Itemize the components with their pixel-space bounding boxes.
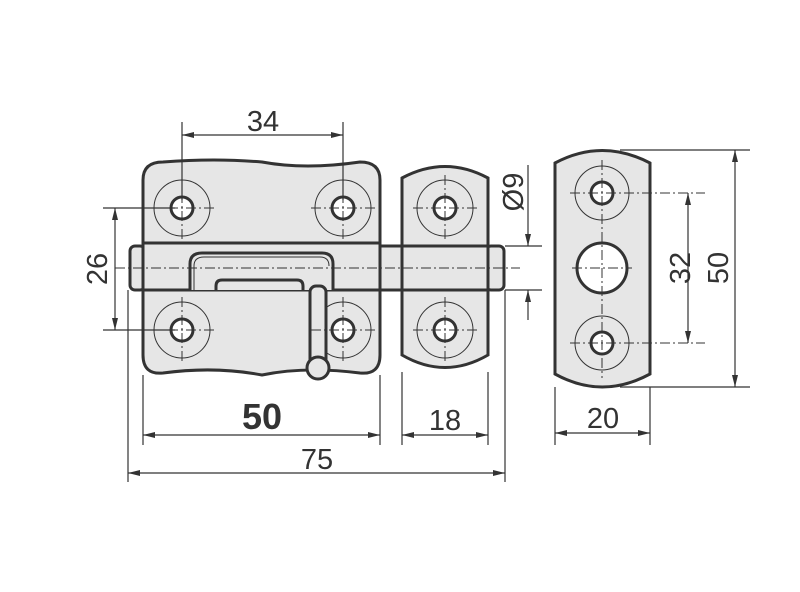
dim-diameter-9: Ø9 [498, 173, 530, 212]
dim-50-plate: 50 [242, 396, 282, 437]
dim-34: 34 [247, 106, 279, 138]
dim-50-height: 50 [703, 252, 735, 284]
center-lines [115, 160, 705, 378]
dim-32: 32 [665, 252, 697, 284]
dim-20: 20 [587, 403, 619, 435]
dim-26: 26 [82, 253, 114, 285]
bolt-handle-lever [305, 284, 331, 381]
bolt-bar [128, 241, 506, 292]
dim-75: 75 [301, 444, 333, 476]
dimension-lines [103, 122, 750, 482]
dim-18: 18 [429, 405, 461, 437]
